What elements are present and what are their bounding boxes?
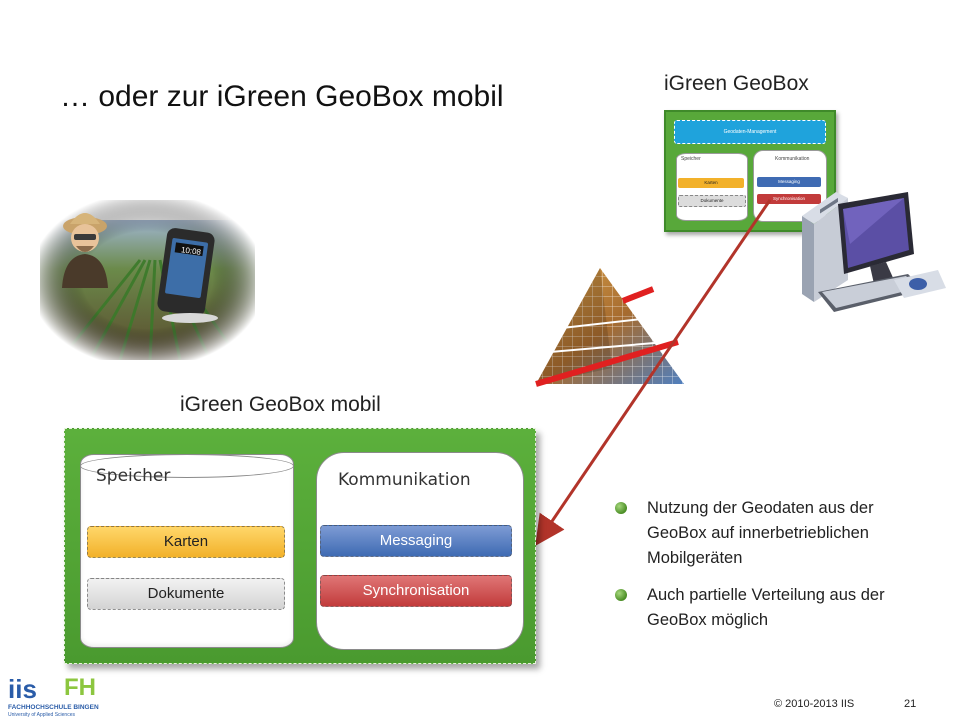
sync-arrow (535, 199, 772, 546)
desktop-computer-icon (802, 192, 946, 312)
speicher-label: Speicher (96, 466, 171, 486)
geobox-label: iGreen GeoBox (664, 72, 809, 95)
bullet-text: Auch partielle Verteilung aus der GeoBox… (647, 586, 885, 629)
karten-item: Karten (87, 526, 285, 558)
bullet-item: Auch partielle Verteilung aus der GeoBox… (613, 583, 933, 633)
page-number: 21 (904, 698, 917, 710)
farmer-with-phone-icon: 10:08 (40, 200, 255, 360)
iis-logo-text: iis (8, 674, 37, 704)
bullet-dot-icon (615, 502, 627, 514)
fh-name: FACHHOCHSCHULE BINGEN (8, 704, 99, 711)
fh-subtitle: University of Applied Sciences (8, 712, 75, 718)
mini-messaging: Messaging (757, 177, 821, 187)
copyright: © 2010-2013 IIS (774, 698, 855, 710)
bullet-dot-icon (615, 589, 627, 601)
mini-karten: Karten (678, 178, 744, 188)
messaging-item: Messaging (320, 525, 512, 557)
mini-sync: Synchronisation (757, 194, 821, 204)
dokumente-item: Dokumente (87, 578, 285, 610)
geodaten-management-bar: Geodaten-Management (674, 120, 826, 144)
kommunikation-label: Kommunikation (338, 470, 471, 490)
synchronisation-item: Synchronisation (320, 575, 512, 607)
phone-clock: 10:08 (180, 245, 202, 257)
bullet-item: Nutzung der Geodaten aus der GeoBox auf … (613, 496, 933, 571)
speicher-cylinder-top (80, 454, 294, 478)
mini-storage-label: Speicher (681, 156, 701, 162)
mini-komm-label: Kommunikation (775, 156, 810, 162)
pyramid-tiles-icon (535, 268, 684, 387)
slide-title: … oder zur iGreen GeoBox mobil (60, 80, 504, 113)
fh-logo: FH (64, 674, 96, 701)
bullet-list: Nutzung der Geodaten aus der GeoBox auf … (613, 496, 933, 645)
bullet-text: Nutzung der Geodaten aus der GeoBox auf … (647, 499, 874, 567)
mini-dokumente: Dokumente (678, 195, 746, 207)
geobox-mobil-label: iGreen GeoBox mobil (180, 393, 381, 416)
iis-logo: iis (8, 674, 52, 706)
